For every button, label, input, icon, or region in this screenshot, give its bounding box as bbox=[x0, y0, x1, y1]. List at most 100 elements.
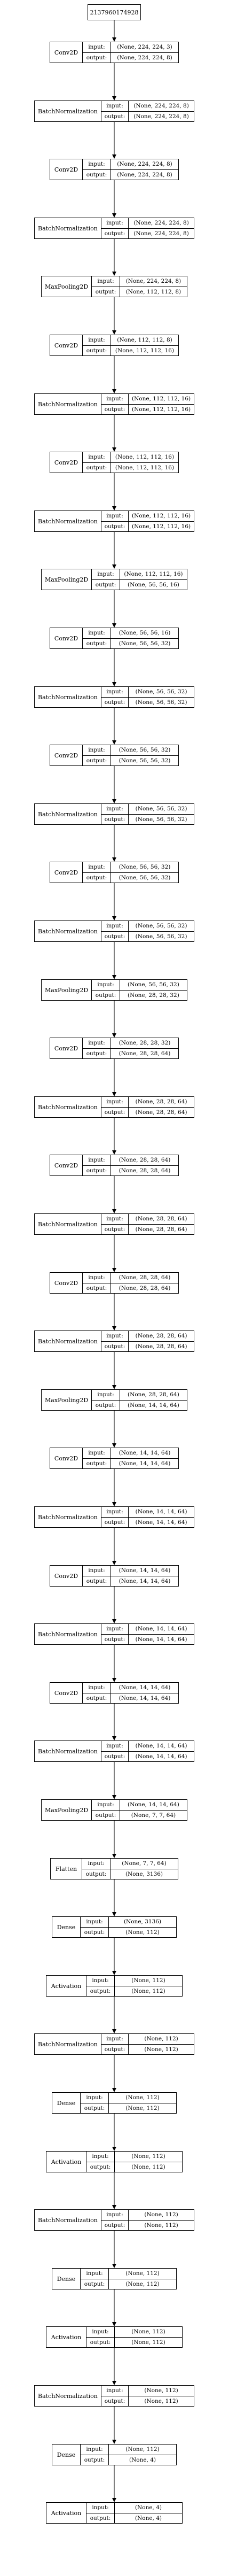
output-label: output: bbox=[83, 169, 110, 180]
output-label: output: bbox=[83, 462, 110, 473]
edge-arrowhead-21 bbox=[112, 1268, 116, 1272]
output-shape: (None, 28, 28, 32) bbox=[120, 989, 187, 1001]
io-shape-column: (None, 224, 224, 8)(None, 112, 112, 8) bbox=[119, 276, 187, 297]
edge-arrowhead-7 bbox=[112, 447, 116, 452]
layer-type-label: Conv2D bbox=[54, 869, 78, 876]
io-label-column: input:output: bbox=[91, 1800, 120, 1820]
input-shape: (None, 224, 224, 3) bbox=[117, 44, 172, 51]
io-label-column: input:output: bbox=[82, 335, 110, 355]
input-label: input: bbox=[88, 1860, 105, 1867]
io-shape-column: (None, 14, 14, 64)(None, 14, 14, 64) bbox=[128, 1741, 194, 1761]
output-label: output: bbox=[92, 1399, 120, 1411]
edge-arrowhead-32 bbox=[112, 1912, 116, 1916]
input-label: input: bbox=[88, 1684, 105, 1691]
input-shape: (None, 56, 56, 16) bbox=[119, 630, 171, 637]
output-label: output: bbox=[101, 1634, 129, 1645]
output-label: output: bbox=[83, 345, 110, 356]
input-shape: (None, 14, 14, 64) bbox=[128, 1801, 179, 1808]
io-shape-column: (None, 4)(None, 4) bbox=[114, 2503, 182, 2523]
edge-arrowhead-39 bbox=[112, 2322, 116, 2326]
output-shape: (None, 112) bbox=[109, 2102, 176, 2114]
io-label-column: input:output: bbox=[82, 862, 110, 883]
output-label: output: bbox=[101, 521, 129, 532]
io-label-column: input:output: bbox=[100, 218, 129, 238]
edge-arrowhead-42 bbox=[112, 2498, 116, 2502]
output-label: output: bbox=[83, 755, 110, 766]
layer-type-label: Dense bbox=[57, 2275, 76, 2283]
output-shape: (None, 112, 112, 16) bbox=[129, 404, 194, 415]
io-shape-column: (None, 14, 14, 64)(None, 14, 14, 64) bbox=[128, 1507, 194, 1527]
input-label: input: bbox=[106, 513, 123, 520]
layer-type-label: Conv2D bbox=[54, 635, 78, 642]
layer-type-label: Dense bbox=[57, 2451, 76, 2458]
edge-arrowhead-41 bbox=[112, 2440, 116, 2444]
input-label: input: bbox=[88, 44, 105, 51]
io-label-column: input:output: bbox=[82, 1038, 110, 1058]
io-label-column: input:output: bbox=[91, 569, 120, 590]
io-label-column: input:output: bbox=[91, 276, 120, 297]
edge-arrowhead-2 bbox=[112, 154, 116, 159]
io-shape-column: (None, 112)(None, 112) bbox=[128, 2210, 194, 2230]
edge-arrowhead-19 bbox=[112, 1150, 116, 1155]
layer-type-label: Activation bbox=[51, 2158, 82, 2165]
edge-arrowhead-18 bbox=[112, 1092, 116, 1096]
io-shape-column: (None, 28, 28, 64)(None, 28, 28, 64) bbox=[128, 1331, 194, 1351]
layer-type-label: BatchNormalization bbox=[38, 1103, 98, 1111]
output-label: output: bbox=[83, 638, 110, 649]
layer-type-label: BatchNormalization bbox=[38, 1747, 98, 1755]
layer-type-label: Conv2D bbox=[54, 752, 78, 759]
input-label: input: bbox=[92, 2329, 109, 2335]
input-label: input: bbox=[88, 1274, 105, 1281]
io-shape-column: (None, 112)(None, 112) bbox=[114, 2327, 182, 2347]
input-label: input: bbox=[88, 1567, 105, 1574]
output-label: output: bbox=[81, 2278, 108, 2289]
io-label-column: input:output: bbox=[80, 2445, 108, 2465]
edge-arrowhead-22 bbox=[112, 1326, 116, 1330]
input-shape: (None, 112) bbox=[131, 2329, 165, 2335]
layer-type-label: BatchNormalization bbox=[38, 810, 98, 818]
input-label: input: bbox=[106, 1216, 123, 1223]
layer-type-label: Activation bbox=[51, 2333, 82, 2341]
output-shape: (None, 14, 14, 64) bbox=[129, 1634, 194, 1645]
io-label-column: input:output: bbox=[82, 159, 110, 180]
io-shape-column: (None, 14, 14, 64)(None, 7, 7, 64) bbox=[119, 1800, 187, 1820]
output-label: output: bbox=[81, 2102, 108, 2114]
io-label-column: input:output: bbox=[100, 2034, 129, 2054]
io-shape-column: (None, 112)(None, 4) bbox=[108, 2445, 176, 2465]
output-label: output: bbox=[101, 1107, 129, 1118]
io-shape-column: (None, 28, 28, 64)(None, 28, 28, 64) bbox=[110, 1273, 178, 1293]
io-label-column: input:output: bbox=[82, 1683, 110, 1703]
io-shape-column: (None, 112, 112, 16)(None, 112, 112, 16) bbox=[128, 511, 194, 531]
edge-arrowhead-14 bbox=[112, 857, 116, 862]
layer-type-label: Conv2D bbox=[54, 459, 78, 466]
io-shape-column: (None, 112)(None, 112) bbox=[128, 2034, 194, 2054]
layer-type-label: BatchNormalization bbox=[38, 1337, 98, 1345]
io-label-column: input:output: bbox=[80, 2269, 108, 2289]
input-shape: (None, 112) bbox=[144, 2211, 178, 2218]
edge-arrowhead-33 bbox=[112, 1971, 116, 1975]
layer-type-label: Dense bbox=[57, 2099, 76, 2107]
edge-arrowhead-8 bbox=[112, 506, 116, 510]
layer-type-label: BatchNormalization bbox=[38, 517, 98, 525]
io-label-column: input:output: bbox=[82, 42, 110, 63]
output-label: output: bbox=[92, 1809, 120, 1821]
edge-arrowhead-37 bbox=[112, 2205, 116, 2209]
output-shape: (None, 224, 224, 8) bbox=[129, 111, 194, 122]
output-shape: (None, 112) bbox=[109, 1927, 176, 1938]
output-label: output: bbox=[101, 111, 129, 122]
io-label-column: input:output: bbox=[100, 921, 129, 941]
output-label: output: bbox=[86, 2161, 114, 2172]
io-label-column: input:output: bbox=[86, 2503, 114, 2523]
input-label: input: bbox=[106, 220, 123, 227]
